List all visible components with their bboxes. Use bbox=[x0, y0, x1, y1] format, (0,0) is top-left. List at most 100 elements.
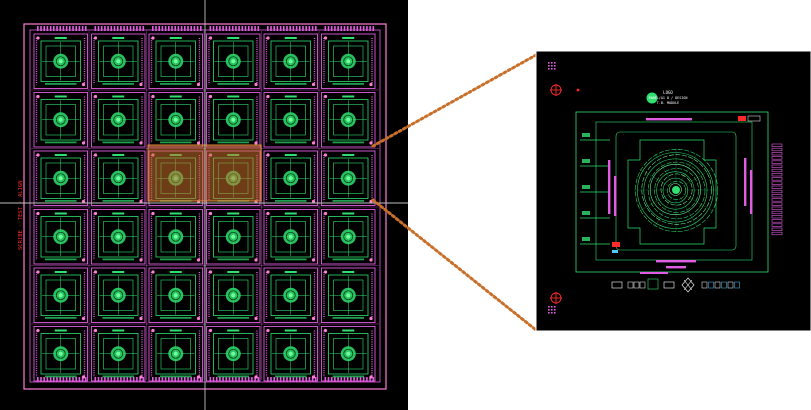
die-coil-core bbox=[58, 117, 63, 122]
die-circuit-frame bbox=[98, 99, 139, 141]
die-coil-core bbox=[173, 59, 178, 64]
die-cell bbox=[91, 33, 146, 89]
die-circuit-frame bbox=[155, 40, 196, 82]
detail-pad-bar bbox=[750, 170, 753, 214]
zoom-panel[interactable]: LOGO PANEL/A1 8 / DESIGN T.B. MODULE bbox=[535, 50, 811, 332]
die-fiducial bbox=[196, 141, 201, 145]
die-outline bbox=[263, 326, 318, 382]
die-circuit-frame bbox=[328, 274, 369, 316]
die-circuit-frame bbox=[40, 157, 81, 199]
die-coil-ring bbox=[285, 290, 296, 301]
die-cell bbox=[33, 326, 88, 382]
detail-side-pad bbox=[582, 185, 590, 189]
die-title-strip bbox=[342, 95, 355, 98]
die-fiducial bbox=[196, 375, 201, 379]
die-fiducial bbox=[311, 141, 316, 145]
die-cell bbox=[321, 33, 376, 89]
die-title-strip bbox=[227, 212, 240, 215]
die-fiducial bbox=[323, 153, 328, 157]
die-fiducial bbox=[323, 270, 328, 274]
bottom-pad-comb bbox=[37, 377, 375, 382]
die-title-strip bbox=[169, 212, 182, 215]
selection-highlight[interactable] bbox=[147, 144, 262, 202]
die-cell bbox=[33, 33, 88, 89]
die-coil-core bbox=[58, 293, 63, 298]
die-circuit-frame bbox=[40, 99, 81, 141]
die-label-strip bbox=[45, 258, 77, 261]
die-cell bbox=[321, 150, 376, 206]
detail-test-structures bbox=[611, 272, 740, 293]
die-fiducial bbox=[266, 36, 270, 40]
die-outline bbox=[91, 92, 146, 148]
die-fiducial bbox=[139, 258, 143, 262]
die-cell bbox=[91, 150, 146, 206]
wafer-side-label: SCRIBE · TEST · ALIGN bbox=[18, 180, 24, 250]
die-fiducial bbox=[93, 94, 98, 99]
die-coil-core bbox=[288, 176, 293, 181]
die-title-strip bbox=[169, 37, 182, 39]
die-label-strip bbox=[332, 375, 364, 378]
die-coil-ring bbox=[343, 348, 354, 359]
die-coil-ring bbox=[55, 348, 66, 359]
die-title-strip bbox=[112, 212, 125, 215]
die-fiducial bbox=[311, 375, 316, 379]
die-coil-core bbox=[116, 117, 121, 122]
die-circuit-frame bbox=[98, 274, 139, 316]
test-mark bbox=[738, 116, 746, 121]
die-circuit-frame bbox=[270, 40, 311, 82]
die-fiducial bbox=[36, 153, 40, 157]
die-fiducial bbox=[139, 316, 143, 321]
die-title-strip bbox=[342, 154, 355, 156]
die-fiducial bbox=[254, 141, 258, 145]
die-coil-ring bbox=[228, 114, 239, 125]
die-fiducial bbox=[36, 94, 40, 99]
die-cell bbox=[148, 267, 203, 323]
die-coil-ring bbox=[113, 231, 124, 242]
die-outline bbox=[263, 33, 318, 89]
zoom-line2: T.B. MODULE bbox=[657, 101, 679, 105]
die-label-strip bbox=[102, 83, 134, 85]
die-fiducial bbox=[139, 375, 143, 379]
detail-bond-pad-comb bbox=[771, 143, 783, 236]
die-coil-core bbox=[288, 351, 293, 356]
die-coil-ring bbox=[113, 56, 124, 67]
logo-dot bbox=[646, 92, 658, 104]
die-fiducial bbox=[196, 316, 201, 321]
die-fiducial bbox=[93, 36, 98, 40]
die-coil-core bbox=[231, 351, 236, 356]
detail-cross-route bbox=[627, 139, 717, 245]
die-label-strip bbox=[102, 200, 134, 202]
die-fiducial bbox=[266, 211, 270, 216]
test-mark bbox=[612, 242, 620, 247]
die-coil-core bbox=[173, 351, 178, 356]
die-outline bbox=[206, 267, 261, 323]
die-fiducial bbox=[81, 375, 86, 379]
wafer-panel[interactable]: SCRIBE · TEST · ALIGN bbox=[0, 0, 408, 410]
die-cell bbox=[91, 209, 146, 265]
die-fiducial bbox=[151, 270, 155, 274]
die-coil-ring bbox=[113, 290, 124, 301]
die-fiducial bbox=[266, 94, 270, 99]
die-outline bbox=[321, 150, 376, 206]
die-outline bbox=[321, 326, 376, 382]
die-fiducial bbox=[323, 328, 328, 333]
die-outline bbox=[91, 267, 146, 323]
die-title-strip bbox=[54, 271, 67, 273]
die-coil-core bbox=[288, 234, 293, 239]
die-fiducial bbox=[93, 328, 98, 333]
die-circuit-frame bbox=[328, 40, 369, 82]
die-title-strip bbox=[284, 271, 297, 273]
detail-side-pad bbox=[582, 237, 590, 241]
die-fiducial bbox=[208, 94, 213, 99]
detail-pad-bar bbox=[744, 158, 747, 206]
test-mark-box bbox=[747, 115, 761, 122]
die-coil-ring bbox=[343, 56, 354, 67]
die-circuit-frame bbox=[40, 216, 81, 258]
die-title-strip bbox=[284, 212, 297, 215]
die-circuit-frame bbox=[328, 157, 369, 199]
die-label-strip bbox=[160, 141, 192, 144]
die-fiducial bbox=[369, 375, 373, 379]
die-fiducial bbox=[93, 270, 98, 274]
die-circuit-frame bbox=[155, 99, 196, 141]
